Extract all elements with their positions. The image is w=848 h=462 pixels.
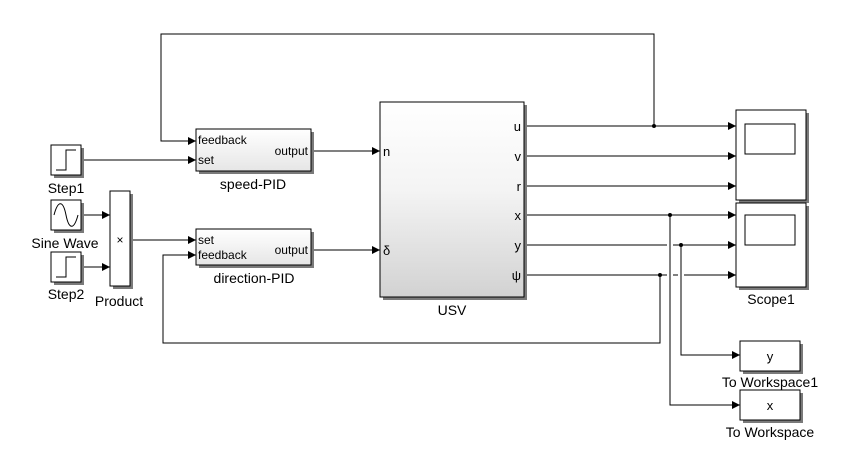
multiply-icon: ×: [116, 233, 123, 247]
speed-pid-port-set: set: [198, 153, 215, 167]
scope-screen-icon: [744, 123, 796, 155]
step2-block[interactable]: Step2: [48, 251, 85, 302]
step1-block[interactable]: Step1: [48, 144, 85, 196]
speed-pid-block[interactable]: feedback set output speed-PID: [195, 128, 314, 192]
wire-y-to-workspace1[interactable]: [680, 245, 740, 359]
usv-port-y: y: [515, 238, 522, 253]
product-block[interactable]: × Product: [95, 190, 143, 309]
signal-lines: [82, 33, 740, 409]
to-workspace-block[interactable]: x To Workspace: [726, 389, 815, 440]
step2-label: Step2: [48, 286, 85, 302]
direction-pid-port-feedback: feedback: [198, 248, 248, 262]
step-icon: [56, 149, 76, 171]
usv-port-delta: δ: [383, 243, 390, 258]
scope-screen-icon: [744, 214, 796, 246]
wire-u-feedback[interactable]: [160, 33, 655, 145]
scope1-block[interactable]: Scope1: [735, 202, 809, 307]
sine-icon: [53, 203, 79, 227]
usv-port-n: n: [383, 144, 390, 159]
sine-wave-block[interactable]: Sine Wave: [31, 199, 99, 251]
direction-pid-port-output: output: [275, 243, 309, 257]
to-workspace-label: To Workspace: [726, 424, 815, 440]
scope1-label: Scope1: [747, 291, 795, 307]
to-workspace1-variable: y: [767, 349, 774, 364]
branch-point-x: [668, 213, 672, 217]
usv-port-x: x: [515, 208, 522, 223]
direction-pid-port-set: set: [198, 233, 215, 247]
speed-pid-port-feedback: feedback: [198, 133, 248, 147]
wire-psi-feedback[interactable]: [162, 251, 661, 344]
usv-port-v: v: [515, 149, 522, 164]
branch-point-u: [652, 124, 656, 128]
sine-wave-label: Sine Wave: [31, 235, 98, 251]
step-icon: [56, 256, 76, 278]
direction-pid-block[interactable]: set feedback output direction-PID: [195, 228, 314, 286]
speed-pid-port-output: output: [275, 144, 309, 158]
to-workspace-variable: x: [767, 398, 774, 413]
speed-pid-label: speed-PID: [220, 176, 286, 192]
usv-label: USV: [438, 302, 467, 318]
to-workspace1-label: To Workspace1: [722, 374, 818, 390]
to-workspace1-block[interactable]: y To Workspace1: [722, 340, 818, 390]
branch-point-psi: [658, 273, 662, 277]
step1-label: Step1: [48, 180, 85, 196]
usv-port-r: r: [517, 179, 522, 194]
direction-pid-label: direction-PID: [214, 270, 295, 286]
branch-point-y: [679, 243, 683, 247]
scope-block[interactable]: [735, 109, 809, 203]
usv-block[interactable]: n δ u v r x y ψ USV: [379, 101, 527, 318]
usv-port-psi: ψ: [512, 268, 521, 283]
usv-port-u: u: [514, 119, 521, 134]
product-label: Product: [95, 293, 143, 309]
